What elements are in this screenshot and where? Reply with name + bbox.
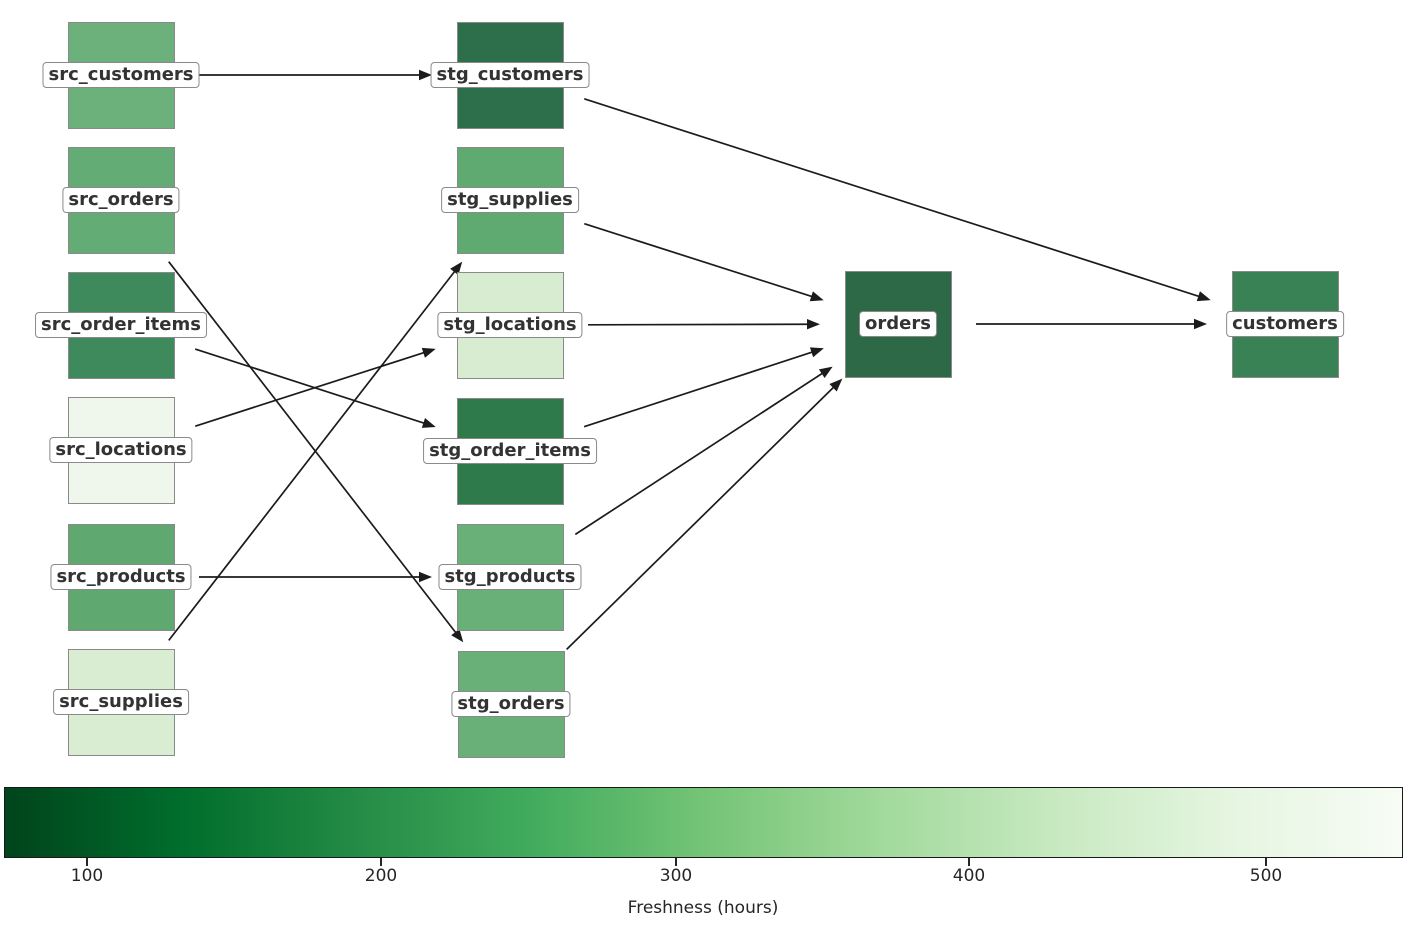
node-label-stg_products: stg_products — [438, 564, 582, 590]
arrowhead-icon — [1194, 318, 1207, 330]
colorbar-tick-label: 100 — [70, 866, 104, 886]
node-label-src_orders: src_orders — [62, 187, 180, 213]
arrowhead-icon — [451, 628, 464, 643]
colorbar-tick-label: 500 — [1249, 866, 1283, 886]
arrowhead-icon — [809, 291, 824, 302]
colorbar-axis-label: Freshness (hours) — [627, 898, 779, 918]
arrowhead-icon — [818, 366, 833, 379]
edge-stg_order_items-to-orders — [583, 350, 814, 428]
edge-stg_customers-to-customers — [584, 98, 1201, 298]
edge-src_orders-to-stg_orders — [168, 261, 458, 635]
node-label-src_supplies: src_supplies — [53, 689, 189, 715]
node-label-src_customers: src_customers — [42, 62, 200, 88]
colorbar-tick-mark — [968, 858, 970, 866]
colorbar-tick-label: 400 — [952, 866, 986, 886]
edge-stg_products-to-orders — [574, 371, 824, 536]
node-label-src_locations: src_locations — [49, 437, 193, 463]
arrowhead-icon — [829, 378, 843, 392]
arrowhead-icon — [419, 571, 432, 583]
arrowhead-icon — [1196, 291, 1211, 302]
node-label-stg_order_items: stg_order_items — [423, 438, 597, 464]
colorbar-tick-mark — [1265, 858, 1267, 866]
colorbar-tick-label: 200 — [364, 866, 398, 886]
node-label-src_order_items: src_order_items — [35, 312, 207, 338]
node-label-stg_locations: stg_locations — [437, 312, 583, 338]
arrowhead-icon — [809, 347, 824, 358]
colorbar-tick-label: 300 — [659, 866, 693, 886]
colorbar-gradient — [4, 787, 1403, 858]
arrowhead-icon — [421, 347, 436, 358]
node-label-src_products: src_products — [50, 564, 192, 590]
edge-src_supplies-to-stg_supplies — [168, 269, 457, 641]
node-label-orders: orders — [859, 311, 937, 337]
arrowhead-icon — [806, 319, 821, 330]
colorbar-tick-mark — [675, 858, 677, 866]
arrowhead-icon — [419, 69, 432, 81]
arrowhead-icon — [421, 418, 436, 428]
edge-src_order_items-to-stg_order_items — [194, 348, 426, 425]
node-label-stg_customers: stg_customers — [430, 62, 590, 88]
edge-stg_supplies-to-orders — [584, 222, 814, 298]
edge-stg_locations-to-orders — [587, 323, 810, 326]
node-label-stg_orders: stg_orders — [451, 691, 571, 717]
edge-src_locations-to-stg_locations — [195, 351, 426, 427]
node-label-stg_supplies: stg_supplies — [441, 187, 579, 213]
node-label-customers: customers — [1226, 311, 1344, 337]
edge-stg_orders-to-orders — [566, 385, 836, 650]
colorbar-tick-mark — [86, 858, 88, 866]
colorbar-tick-mark — [380, 858, 382, 866]
